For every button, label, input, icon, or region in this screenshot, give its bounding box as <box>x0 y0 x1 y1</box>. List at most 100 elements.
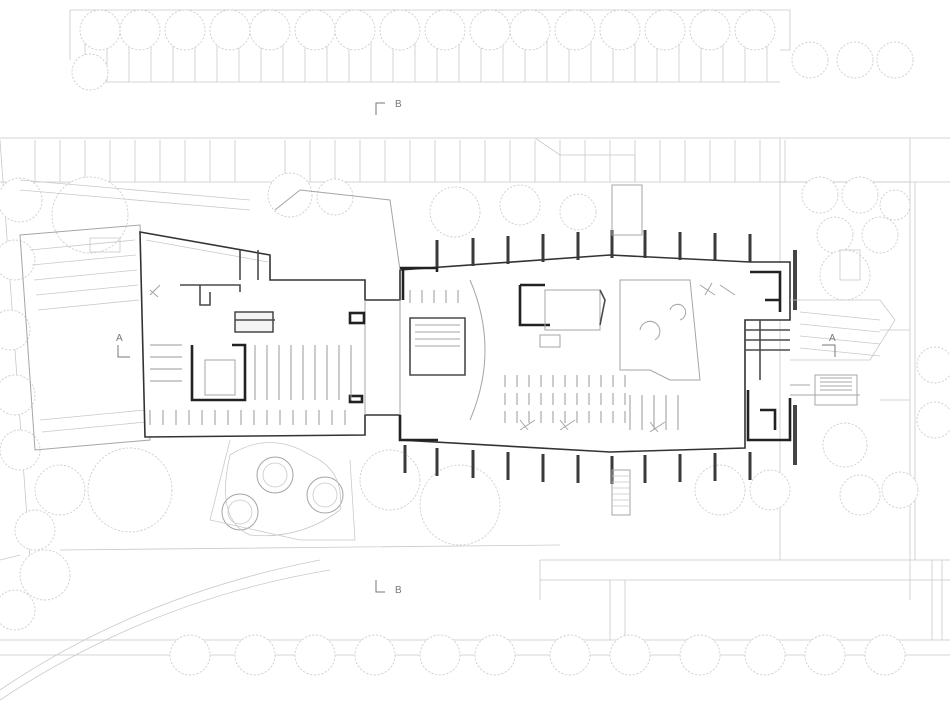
tree-canopy <box>0 589 36 631</box>
tree-canopy <box>379 9 421 51</box>
terraced-seating <box>19 179 251 451</box>
tree-canopy <box>87 447 173 533</box>
site-lines <box>0 9 950 701</box>
tree-canopy <box>599 9 641 51</box>
tree-canopy <box>916 346 950 384</box>
tree-canopy <box>876 41 914 79</box>
tree-canopy <box>836 41 874 79</box>
tree-canopy <box>499 184 541 226</box>
tree-canopy <box>169 634 211 676</box>
interior-rooms <box>180 250 860 442</box>
tree-canopy <box>679 634 721 676</box>
tree-canopy <box>469 9 511 51</box>
tree-canopy <box>644 9 686 51</box>
facade-fin <box>403 445 407 473</box>
tree-canopy <box>249 9 291 51</box>
section-marker-b-bottom: B <box>375 580 402 596</box>
section-marker-b-top: B <box>375 99 402 115</box>
tree-canopy <box>734 9 776 51</box>
tree-canopy <box>841 176 879 214</box>
trees <box>0 9 950 676</box>
tree-canopy <box>861 216 899 254</box>
facade-fin <box>713 453 717 481</box>
facade-fin <box>678 454 682 482</box>
tree-canopy <box>816 216 854 254</box>
section-label-a-right: A <box>829 333 836 344</box>
facade-fin <box>576 455 580 483</box>
tree-canopy <box>71 53 109 91</box>
tree-canopy <box>689 9 731 51</box>
tree-canopy <box>0 239 36 281</box>
facade-fin <box>506 236 510 264</box>
tree-canopy <box>14 509 56 551</box>
tree-canopy <box>424 9 466 51</box>
tree-canopy <box>559 193 597 231</box>
tree-canopy <box>744 634 786 676</box>
facade-fin <box>435 240 439 268</box>
tree-canopy <box>294 634 336 676</box>
tree-canopy <box>881 471 919 509</box>
tree-canopy <box>609 634 651 676</box>
furniture <box>149 282 736 433</box>
tree-canopy <box>509 9 551 51</box>
tree-canopy <box>804 634 846 676</box>
tree-canopy <box>549 634 591 676</box>
tree-canopy <box>694 464 746 516</box>
tree-canopy <box>474 634 516 676</box>
section-marker-a-right: A <box>822 333 836 357</box>
tree-canopy <box>119 9 161 51</box>
facade-fin <box>610 230 614 258</box>
tree-canopy <box>791 41 829 79</box>
tree-canopy <box>749 469 791 511</box>
facade-fin <box>576 232 580 260</box>
tree-canopy <box>234 634 276 676</box>
facade-fin <box>471 238 475 266</box>
facade-fin <box>643 455 647 483</box>
facade-fin <box>793 405 797 465</box>
facade-fin <box>643 230 647 258</box>
courtyard-rings <box>209 439 356 541</box>
facade-fin <box>678 232 682 260</box>
facade-fins <box>403 230 797 484</box>
tree-canopy <box>267 172 313 218</box>
tree-canopy <box>354 634 396 676</box>
facade-fin <box>471 450 475 478</box>
tree-canopy <box>819 249 871 301</box>
facade-fin <box>748 452 752 480</box>
right-plaza <box>790 249 910 401</box>
facade-fin <box>793 250 797 310</box>
tree-canopy <box>419 464 501 546</box>
tree-canopy <box>316 178 354 216</box>
upper-parking <box>34 140 786 182</box>
tree-canopy <box>839 474 881 516</box>
facade-fin <box>713 233 717 261</box>
facade-fin <box>541 454 545 482</box>
tree-canopy <box>0 177 43 223</box>
tree-canopy <box>334 9 376 51</box>
tree-canopy <box>294 9 336 51</box>
tree-canopy <box>429 186 481 238</box>
entry-stairs <box>611 184 643 516</box>
library-stacks <box>149 290 679 430</box>
facade-fin <box>541 234 545 262</box>
section-label-b-bottom: B <box>395 585 402 596</box>
tree-canopy <box>554 9 596 51</box>
tree-canopy <box>0 374 36 416</box>
tree-canopy <box>209 9 251 51</box>
tree-canopy <box>164 9 206 51</box>
tree-canopy <box>51 176 129 254</box>
section-label-b-top: B <box>395 99 402 110</box>
facade-fin <box>748 234 752 262</box>
tree-canopy <box>916 401 950 439</box>
section-label-a-left: A <box>116 333 123 344</box>
tree-canopy <box>801 176 839 214</box>
tree-canopy <box>19 549 71 601</box>
tree-canopy <box>359 449 421 511</box>
facade-fin <box>506 452 510 480</box>
tree-canopy <box>79 9 121 51</box>
tree-canopy <box>879 189 911 221</box>
facade-fin <box>435 448 439 476</box>
tree-canopy <box>864 634 906 676</box>
tree-canopy <box>419 634 461 676</box>
